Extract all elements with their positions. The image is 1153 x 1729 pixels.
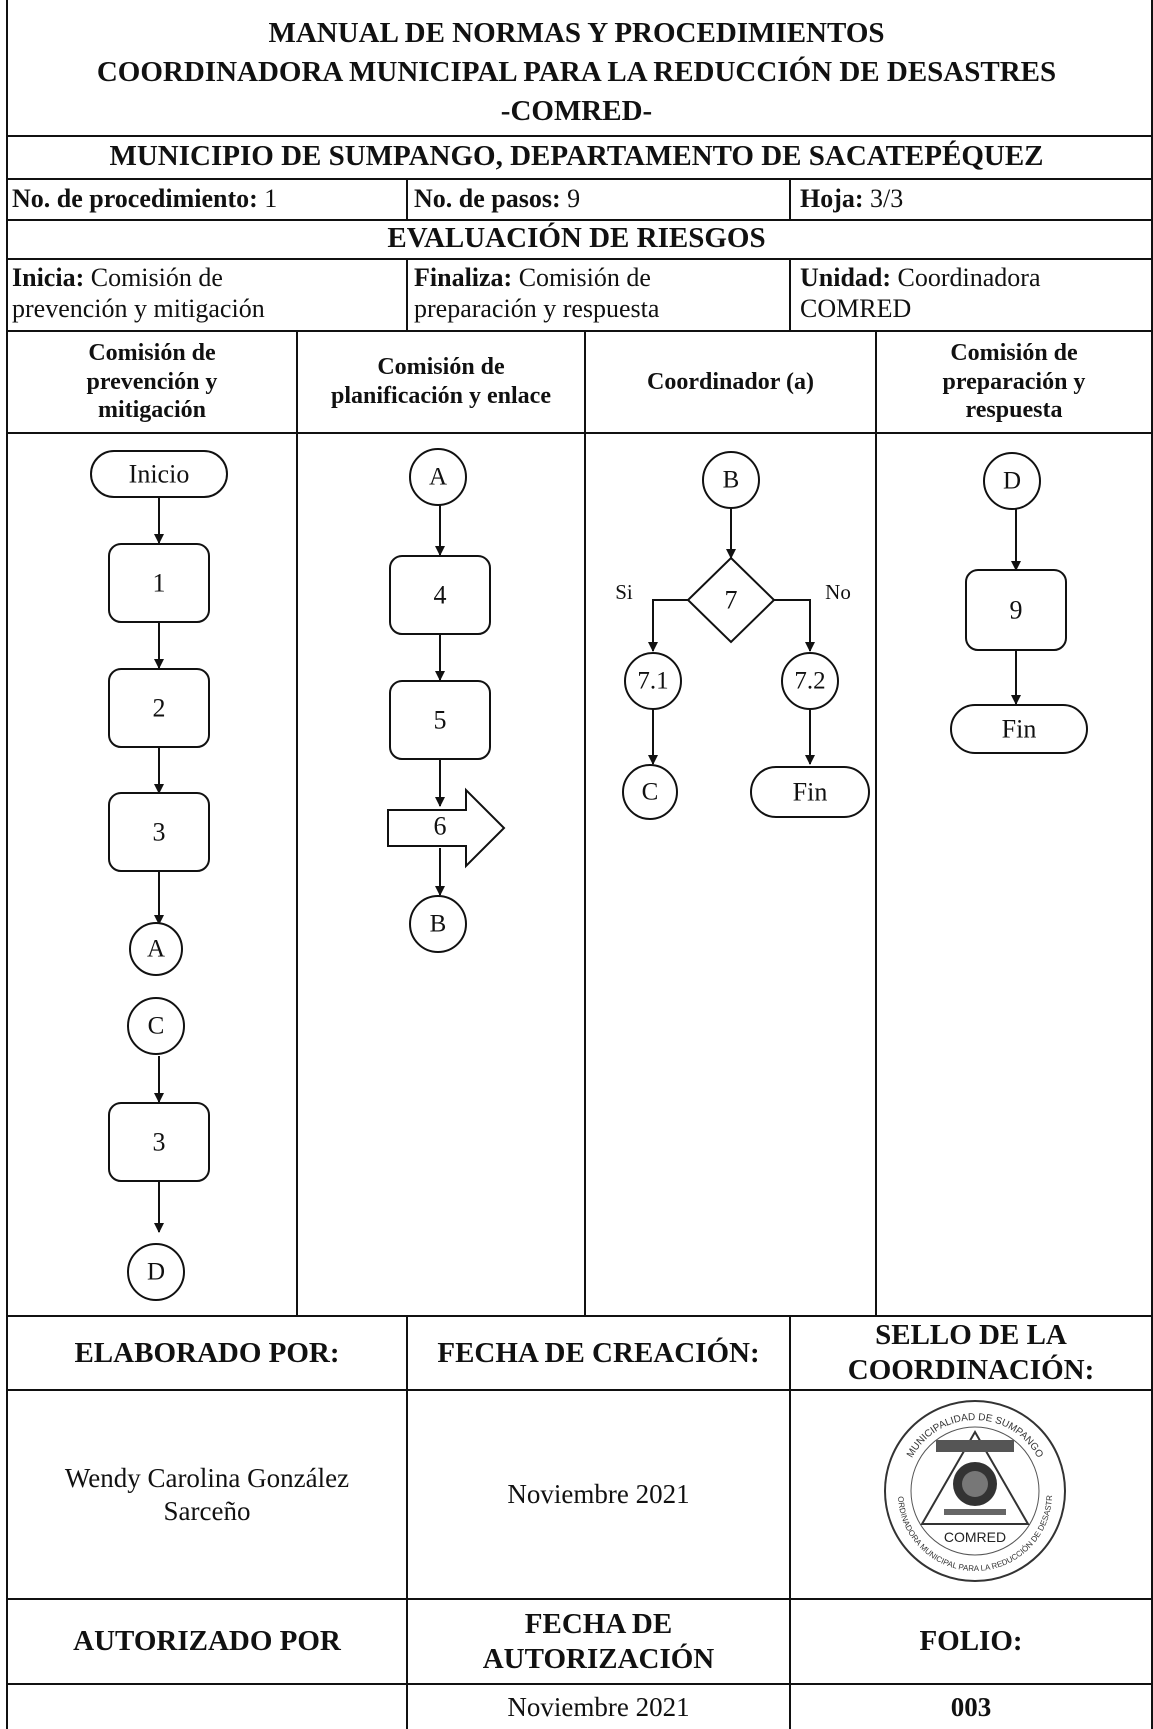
process-step-label: 2 (153, 694, 166, 723)
divider (6, 1315, 1153, 1317)
divider (6, 1598, 1153, 1600)
decision (686, 556, 776, 644)
process-step (389, 555, 491, 635)
connector (127, 1243, 185, 1301)
sheet-number: Hoja: 3/3 (800, 184, 904, 213)
connector-label: A (147, 936, 165, 963)
end-terminator-label: Fin (1002, 715, 1037, 744)
off-page-arrow (387, 787, 506, 869)
end-terminator (950, 704, 1088, 754)
manual-title: MANUAL DE NORMAS Y PROCEDIMIENTOS (268, 17, 885, 49)
connector-label: C (148, 1013, 165, 1040)
lane-divider (584, 330, 586, 1315)
connector (622, 764, 678, 820)
made-by-label: ELABORADO POR: (74, 1336, 340, 1369)
start-terminator-label: Inicio (129, 460, 190, 489)
divider (789, 1315, 791, 1729)
connector-label: C (642, 779, 659, 806)
connector-label: B (723, 467, 740, 494)
folio-value: 003 (950, 1691, 992, 1722)
organization-acronym: -COMRED- (500, 95, 653, 127)
process-step (389, 680, 491, 760)
organization-title: COORDINADORA MUNICIPAL PARA LA REDUCCIÓN… (96, 56, 1057, 88)
connector-label: 7.1 (637, 668, 668, 695)
connector-label: 7.2 (794, 668, 825, 695)
process-step-label: 5 (434, 706, 447, 735)
process-step (108, 792, 210, 872)
divider (6, 135, 1153, 137)
divider (6, 330, 1153, 332)
end-terminator (750, 766, 870, 818)
divider (789, 178, 791, 219)
connector (702, 451, 760, 509)
start-terminator (90, 450, 228, 498)
municipality-title: MUNICIPIO DE SUMPANGO, DEPARTAMENTO DE S… (109, 140, 1044, 172)
steps-count: No. de pasos: 9 (414, 184, 581, 213)
frame-left (6, 0, 8, 1729)
authorized-by-label: AUTORIZADO POR (73, 1625, 341, 1658)
creation-date-value: Noviembre 2021 (507, 1479, 690, 1510)
connector (409, 895, 467, 953)
procedure-number: No. de procedimiento: 1 (12, 184, 278, 213)
connector (624, 652, 682, 710)
connector (983, 452, 1041, 510)
process-step-label: 3 (153, 1128, 166, 1157)
authorization-date-value: Noviembre 2021 (507, 1691, 690, 1722)
creation-date-label: FECHA DE CREACIÓN: (437, 1336, 760, 1369)
connector-label: A (429, 464, 447, 491)
svg-text:MUNICIPALIDAD DE SUMPANGO: MUNICIPALIDAD DE SUMPANGO (905, 1412, 1045, 1460)
process-step (108, 543, 210, 623)
divider (789, 258, 791, 330)
off-page-arrow-label: 6 (434, 812, 447, 841)
divider (6, 219, 1153, 221)
process-step-label: 1 (153, 569, 166, 598)
divider (6, 1683, 1153, 1685)
connector (781, 652, 839, 710)
divider (6, 258, 1153, 260)
divider (406, 1315, 408, 1729)
process-step-label: 4 (434, 581, 447, 610)
connector (129, 922, 183, 976)
frame-right (1151, 0, 1153, 1729)
end-terminator-label: Fin (793, 778, 828, 807)
lane-divider (296, 330, 298, 1315)
decision-label: 7 (725, 586, 738, 615)
connector-label: D (1003, 468, 1021, 495)
decision-yes-label: Si (615, 580, 633, 604)
decision-no-label: No (825, 580, 851, 604)
connector-label: D (147, 1259, 165, 1286)
divider (6, 432, 1153, 434)
authorized-by-value (8, 1685, 406, 1729)
divider (6, 178, 1153, 180)
lane-divider (875, 330, 877, 1315)
process-step (965, 569, 1067, 651)
connector (409, 448, 467, 506)
connector-label: B (430, 911, 447, 938)
divider (6, 1389, 1153, 1391)
section-title: EVALUACIÓN DE RIESGOS (387, 222, 766, 254)
process-step-label: 3 (153, 818, 166, 847)
coordination-seal: MUNICIPALIDAD DE SUMPANGO COORDINADORA M… (880, 1396, 1066, 1582)
process-step (108, 668, 210, 748)
divider (406, 178, 408, 219)
divider (406, 258, 408, 330)
lane-header-coordinator: Coordinador (a) (647, 368, 814, 395)
process-step (108, 1102, 210, 1182)
svg-text:COMRED: COMRED (944, 1529, 1006, 1545)
process-step-label: 9 (1010, 596, 1023, 625)
connector (127, 997, 185, 1055)
folio-label: FOLIO: (919, 1625, 1023, 1658)
